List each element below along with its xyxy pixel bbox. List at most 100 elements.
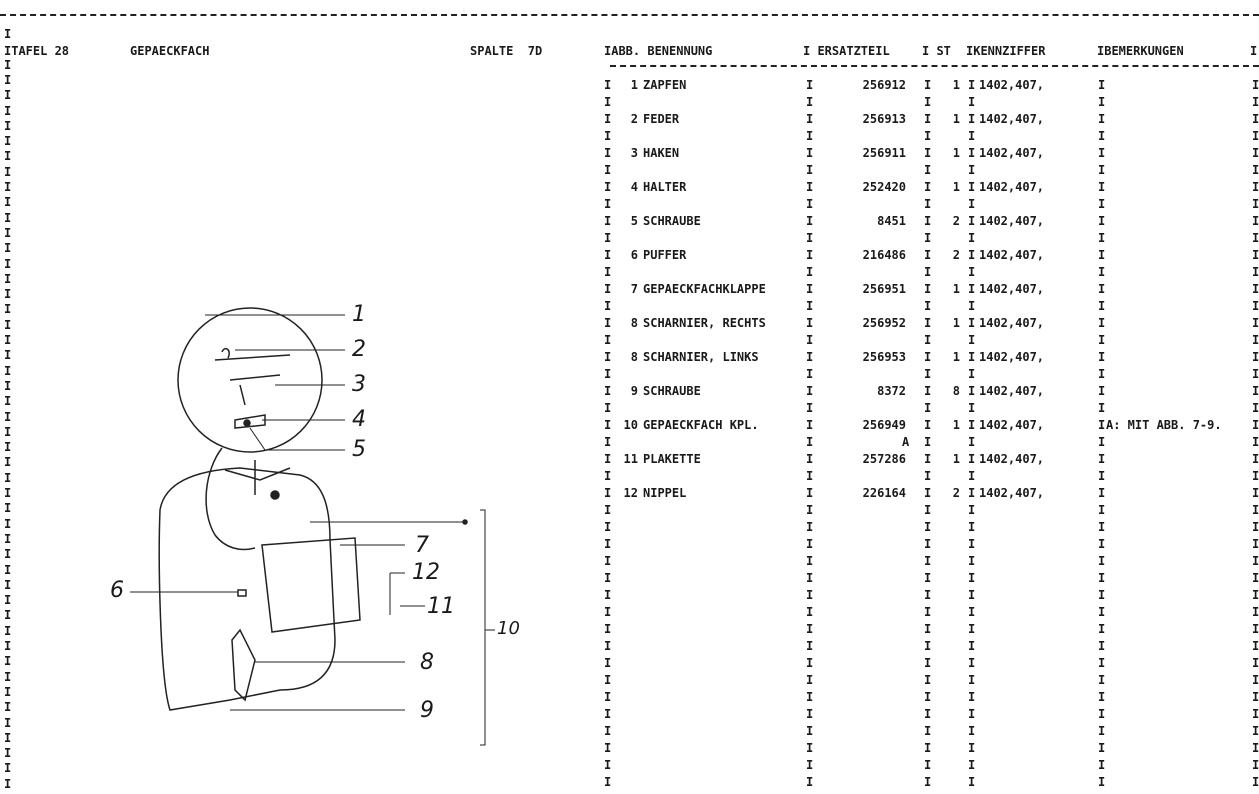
- left-border-mark: I: [4, 440, 12, 455]
- column-separator: I: [1098, 435, 1106, 449]
- left-border-mark: I: [4, 409, 12, 424]
- left-border-mark: I: [4, 118, 12, 133]
- column-separator: I: [968, 758, 976, 772]
- column-separator: I: [1252, 282, 1259, 296]
- left-border-mark: I: [4, 394, 12, 409]
- column-separator: I: [1098, 350, 1106, 364]
- column-separator: I: [924, 350, 932, 364]
- column-separator: I: [924, 197, 932, 211]
- item-name: NIPPEL: [643, 486, 687, 500]
- column-separator: I: [604, 384, 612, 398]
- column-separator: I: [1098, 656, 1106, 670]
- luggage-compartment-drawing: [130, 307, 495, 746]
- part-number: 256911: [862, 146, 906, 160]
- column-separator: I: [1098, 758, 1106, 772]
- column-header-st: I ST: [922, 44, 951, 58]
- column-separator: I: [806, 265, 814, 279]
- column-separator: I: [1252, 605, 1259, 619]
- column-separator: I: [806, 197, 814, 211]
- column-separator: I: [1252, 673, 1259, 687]
- left-border-mark: I: [4, 271, 12, 286]
- column-separator: I: [968, 282, 976, 296]
- column-separator: I: [806, 78, 814, 92]
- column-separator: I: [924, 129, 932, 143]
- column-separator: I: [806, 690, 814, 704]
- column-separator: I: [968, 401, 976, 415]
- column-separator: I: [968, 435, 976, 449]
- column-separator: I: [968, 384, 976, 398]
- column-separator: I: [806, 486, 814, 500]
- column-separator: I: [924, 537, 932, 551]
- column-separator: I: [968, 639, 976, 653]
- column-separator: I: [924, 299, 932, 313]
- column-separator: I: [806, 350, 814, 364]
- item-name: GEPAECKFACH KPL.: [643, 418, 759, 432]
- column-separator: I: [1252, 367, 1259, 381]
- bracket: [224, 460, 291, 495]
- column-separator: I: [968, 452, 976, 466]
- left-border-mark: I: [4, 730, 12, 745]
- column-separator: I: [806, 588, 814, 602]
- left-border-mark: I: [4, 149, 12, 164]
- item-number: 2: [630, 112, 638, 126]
- column-separator: I: [968, 656, 976, 670]
- column-separator: I: [1252, 452, 1259, 466]
- left-border-mark: I: [4, 715, 12, 730]
- column-separator: I: [1098, 724, 1106, 738]
- column-separator: I: [968, 78, 976, 92]
- column-separator: I: [924, 163, 932, 177]
- left-border-mark: I: [4, 180, 12, 194]
- column-separator: I: [968, 231, 976, 245]
- column-separator: I: [924, 622, 932, 636]
- left-border-mark: I: [4, 134, 12, 149]
- left-border-mark: I: [4, 348, 12, 363]
- left-border-mark: I: [4, 164, 12, 179]
- column-separator: I: [806, 503, 814, 517]
- column-separator: I: [1252, 333, 1259, 347]
- column-separator: I: [806, 724, 814, 738]
- column-separator: I: [604, 605, 612, 619]
- item-name: GEPAECKFACHKLAPPE: [643, 282, 766, 296]
- column-separator: I: [1252, 724, 1259, 738]
- column-separator: I: [604, 673, 612, 687]
- column-separator: I: [604, 350, 612, 364]
- column-separator: I: [1252, 571, 1259, 585]
- part-number: 216486: [862, 248, 906, 262]
- column-separator: I: [1098, 163, 1106, 177]
- column-separator: I: [1098, 554, 1106, 568]
- left-border-mark: I: [4, 470, 12, 485]
- compartment-body: [158, 467, 336, 711]
- column-separator: I: [806, 299, 814, 313]
- left-border-mark: I: [4, 562, 12, 577]
- quantity: 2: [952, 248, 960, 262]
- detail-circle: [177, 307, 323, 453]
- item-name: SCHARNIER, RECHTS: [643, 316, 766, 330]
- left-border-mark: I: [4, 684, 12, 699]
- item-number: 7: [630, 282, 638, 296]
- column-separator: I: [924, 384, 932, 398]
- column-separator: I: [1252, 95, 1259, 109]
- column-separator: I: [1098, 231, 1106, 245]
- quantity: 1: [952, 112, 960, 126]
- column-separator: I: [968, 146, 976, 160]
- column-separator: I: [924, 112, 932, 126]
- column-separator: I: [924, 469, 932, 483]
- column-separator: I: [924, 248, 932, 262]
- column-separator: I: [604, 265, 612, 279]
- column-separator: I: [968, 503, 976, 517]
- item-number: 4: [630, 180, 638, 194]
- quantity: 1: [952, 282, 960, 296]
- column-separator: I: [924, 690, 932, 704]
- column-separator: I: [806, 231, 814, 245]
- column-separator: I: [1098, 112, 1106, 126]
- quantity: 8: [952, 384, 960, 398]
- column-separator: I: [1098, 537, 1106, 551]
- column-separator: I: [1252, 622, 1259, 636]
- column-separator: I: [924, 452, 932, 466]
- kennziffer: 1402,407,: [979, 452, 1045, 466]
- column-separator: I: [806, 112, 814, 126]
- column-separator: I: [604, 418, 612, 432]
- column-separator: I: [1252, 486, 1259, 500]
- column-separator: I: [806, 707, 814, 721]
- column-separator: I: [968, 520, 976, 534]
